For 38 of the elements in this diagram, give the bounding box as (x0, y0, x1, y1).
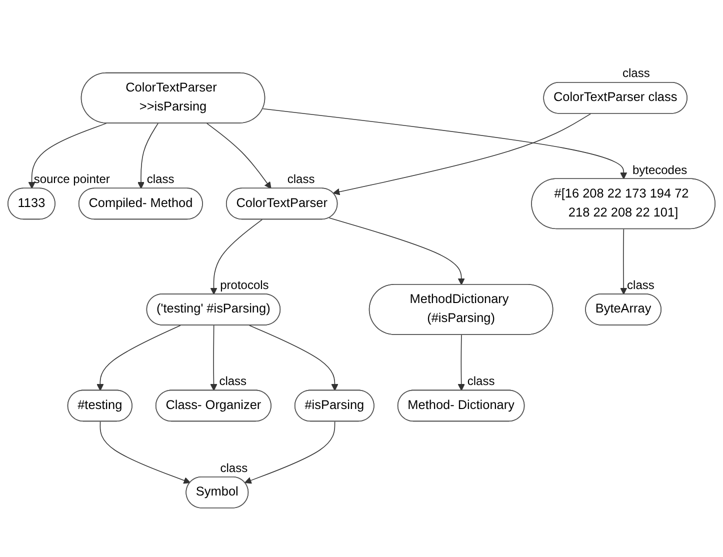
arrow (100, 421, 191, 484)
arrow (244, 421, 336, 484)
ellipse-node: #testing (67, 390, 132, 422)
arrow (262, 108, 628, 180)
arrow (210, 325, 218, 391)
arrow (620, 228, 628, 295)
node-caption: class (467, 374, 495, 388)
arrow (206, 123, 272, 189)
node-caption: bytecodes (632, 162, 688, 177)
arrow (210, 219, 263, 295)
arrow (96, 325, 181, 391)
ellipse-node: ColorTextParser >>isParsing (80, 72, 266, 124)
arrow (138, 123, 158, 189)
node-caption: class (220, 460, 248, 475)
arrow (328, 218, 465, 286)
node-caption: class (219, 374, 247, 388)
ellipse-node: ('testing' #isParsing) (146, 294, 281, 326)
ellipse-node: #[16 208 22 173 194 72 218 22 208 22 101] (531, 178, 716, 230)
ellipse-node: ColorTextParser (226, 188, 338, 220)
node-caption: class (622, 66, 650, 80)
node-caption: protocols (220, 278, 269, 292)
arrow (458, 334, 465, 391)
node-caption: class (287, 172, 315, 186)
ellipse-node: #isParsing (294, 390, 374, 422)
arrow (28, 123, 107, 189)
ellipse-node: ColorTextParser class (543, 82, 688, 114)
ellipse-node: ByteArray (585, 294, 662, 326)
ellipse-node: MethodDictionary (#isParsing) (368, 284, 554, 335)
ellipse-node: 1133 (8, 188, 56, 220)
ellipse-node: Compiled- Method (78, 188, 203, 220)
ellipse-node: Class- Organizer (155, 390, 272, 422)
node-caption: source pointer (34, 172, 110, 186)
node-caption: class (146, 172, 174, 186)
arrow (332, 113, 592, 196)
ellipse-node: Symbol (186, 476, 249, 508)
arrow (248, 325, 338, 391)
node-caption: class (627, 278, 654, 292)
ellipse-node: Method- Dictionary (397, 390, 525, 422)
